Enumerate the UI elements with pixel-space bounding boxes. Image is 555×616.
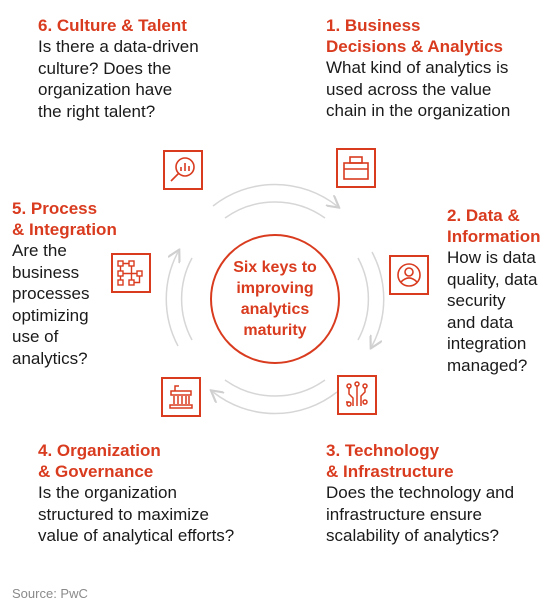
key-description: What kind of analytics is used across th… (326, 58, 511, 120)
cycle-inner-bottom (224, 379, 326, 397)
key-title: 4. Organization & Governance (38, 441, 161, 481)
key-title: 3. Technology & Infrastructure (326, 441, 454, 481)
source-note: Source: PwC (12, 586, 88, 601)
center-label: Six keys to improving analytics maturity (233, 259, 317, 339)
key-description: Are the business processes optimizing us… (12, 241, 90, 368)
data-user-icon (389, 255, 429, 295)
key-process-integration: 5. Process & Integration Are the busines… (12, 198, 152, 369)
key-description: Is the organization structured to maximi… (38, 483, 235, 545)
process-flow-icon (111, 253, 151, 293)
cycle-arrow-left (165, 252, 178, 347)
key-description: Does the technology and infrastructure e… (326, 483, 515, 545)
key-title: 6. Culture & Talent (38, 16, 187, 35)
circuit-icon (337, 375, 377, 415)
cycle-arrow-bottom (213, 392, 338, 415)
key-culture-talent: 6. Culture & Talent Is there a data-driv… (38, 15, 248, 122)
cycle-arrow-right (372, 251, 385, 346)
center-circle: Six keys to improving analytics maturity (210, 234, 340, 364)
key-title: 1. Business Decisions & Analytics (326, 16, 503, 56)
briefcase-icon (336, 148, 376, 188)
building-icon (161, 377, 201, 417)
key-description: Is there a data-driven culture? Does the… (38, 37, 199, 121)
cycle-inner-left (180, 257, 193, 341)
key-title: 5. Process & Integration (12, 199, 117, 239)
key-description: How is data quality, data security and d… (447, 248, 538, 375)
key-technology-infrastructure: 3. Technology & Infrastructure Does the … (326, 440, 551, 547)
key-organization-governance: 4. Organization & Governance Is the orga… (38, 440, 278, 547)
cycle-inner-top (224, 201, 326, 219)
key-business-decisions: 1. Business Decisions & Analytics What k… (326, 15, 551, 122)
cycle-arrow-top (212, 183, 337, 206)
key-data-information: 2. Data & Information How is data qualit… (447, 205, 555, 376)
key-title: 2. Data & Information (447, 206, 541, 246)
cycle-arrows (165, 183, 385, 415)
cycle-inner-right (357, 257, 370, 341)
magnifier-chart-icon (163, 150, 203, 190)
